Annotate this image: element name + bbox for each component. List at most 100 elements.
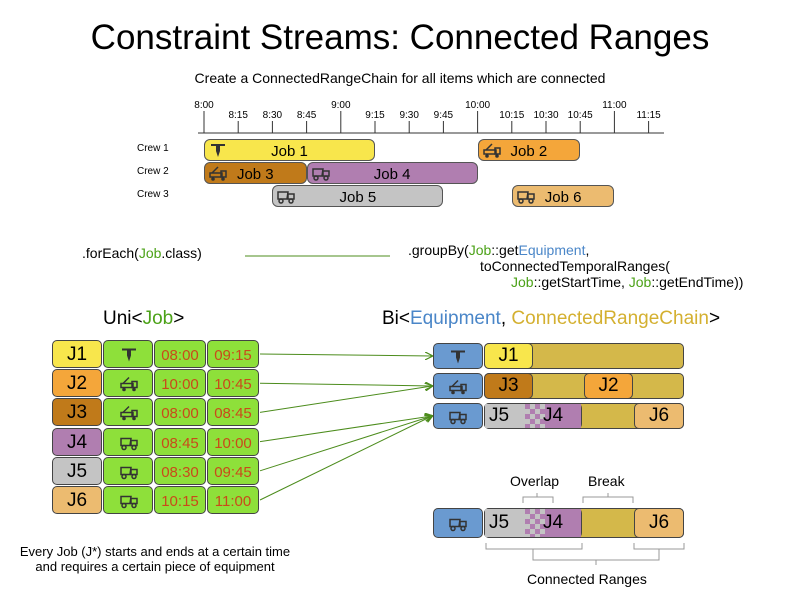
tick-label: 9:45	[433, 110, 454, 121]
uni-end-cell: 09:15	[207, 340, 259, 368]
uni-equipment-cell	[103, 456, 153, 485]
timeline-job-label: Job 5	[339, 189, 377, 206]
line3-end-time: ::getEndTime))	[651, 274, 744, 290]
dump-truck-icon	[120, 466, 138, 480]
uni-start-cell: 10:00	[154, 369, 206, 398]
uni-start-time: 08:45	[161, 434, 199, 452]
tick-label: 10:45	[567, 110, 593, 121]
tick-label: 10:15	[499, 110, 525, 121]
connected-brace-2	[633, 543, 685, 556]
dump-truck-icon	[120, 495, 138, 509]
tick-label: 11:00	[602, 100, 627, 111]
groupby-line-3: Job::getStartTime, Job::getEndTime))	[408, 274, 743, 290]
bi-equipment-cell	[433, 403, 483, 429]
uni-start-cell: 08:30	[154, 456, 206, 485]
tick-label: 10:00	[465, 100, 491, 111]
uni-job-cell: J3	[52, 398, 102, 427]
uni-heading-prefix: Uni<	[103, 308, 143, 329]
timeline-job: Job 4	[306, 162, 478, 184]
uni-equipment-cell	[103, 340, 153, 368]
uni-job-id: J3	[66, 402, 88, 424]
line3-job-2: Job	[628, 274, 652, 290]
uni-to-bi-connector	[259, 416, 432, 472]
groupby-method: ::get	[491, 242, 519, 258]
uni-end-time: 09:15	[214, 347, 252, 364]
uni-job-id: J4	[66, 431, 88, 453]
timeline-job-label: Job 6	[544, 189, 582, 206]
uni-start-time: 10:00	[161, 376, 199, 394]
groupby-line-1: .groupBy(Job::getEquipment,	[408, 242, 743, 258]
crew-label-3: Crew 3	[137, 189, 169, 200]
uni-equipment-cell	[103, 398, 153, 427]
uni-job-id: J6	[66, 490, 88, 511]
note-line-1: Every Job (J*) starts and ends at a cert…	[19, 544, 291, 559]
dump-truck-icon	[277, 191, 296, 204]
timeline-job: Job 2	[477, 139, 581, 161]
crane-truck-icon	[120, 377, 138, 392]
timeline-job-label: Job 2	[510, 143, 548, 160]
uni-job-id: J1	[66, 344, 88, 365]
chain-item: J3	[484, 373, 533, 399]
drill-icon	[211, 144, 225, 157]
detail-item: J6	[634, 508, 684, 538]
uni-start-cell: 08:00	[154, 340, 206, 368]
connected-ranges-label: Connected Ranges	[527, 571, 647, 587]
crane-truck-icon	[449, 379, 467, 395]
uni-job-cell: J2	[52, 369, 102, 398]
dump-truck-icon	[449, 518, 467, 532]
bi-equipment-cell	[433, 343, 483, 369]
drill-icon	[451, 350, 465, 364]
uni-start-time: 08:30	[161, 463, 199, 481]
groupby-comma: ,	[585, 242, 590, 258]
overlap-span: J5 J4	[484, 403, 582, 429]
chain-item-label: J5	[489, 405, 510, 426]
connected-brace-outer	[532, 556, 660, 565]
bi-heading: Bi<Equipment, ConnectedRangeChain>	[382, 308, 720, 330]
foreach-suffix: .class)	[161, 245, 202, 261]
tick-label: 8:45	[296, 110, 317, 121]
uni-end-time: 11:00	[214, 493, 252, 510]
bi-heading-equipment: Equipment	[410, 308, 501, 329]
uni-start-cell: 08:45	[154, 427, 206, 456]
foreach-prefix: .forEach(	[82, 245, 139, 261]
timeline-job: Job 6	[511, 185, 615, 207]
crew-label-2: Crew 2	[137, 166, 169, 177]
chain-item: J6	[634, 403, 684, 429]
foreach-code: .forEach(Job.class)	[82, 245, 202, 261]
break-brace	[582, 493, 634, 503]
groupby-prefix: .groupBy(	[408, 242, 469, 258]
uni-equipment-cell	[103, 369, 153, 398]
uni-job-id: J2	[66, 373, 88, 395]
uni-to-bi-connector	[259, 416, 432, 443]
chain-item-label: J4	[542, 405, 564, 426]
bi-heading-suffix: >	[708, 308, 721, 329]
chain-item-label: J6	[648, 405, 670, 426]
bi-heading-chain: ConnectedRangeChain	[511, 308, 709, 329]
uni-end-cell: 08:45	[207, 398, 259, 427]
timeline-job-label: Job 4	[373, 166, 411, 183]
timeline-job: Job 5	[272, 185, 444, 207]
uni-end-time: 10:00	[214, 434, 252, 452]
overlap-brace	[522, 493, 554, 503]
tick-label: 11:15	[636, 110, 661, 121]
page-title: Constraint Streams: Connected Ranges	[90, 18, 710, 57]
uni-to-bi-connector	[259, 386, 432, 413]
tick-label: 8:00	[194, 100, 214, 111]
uni-equipment-cell	[103, 486, 153, 514]
uni-end-cell: 10:00	[207, 427, 259, 456]
timeline-job-label: Job 1	[271, 143, 308, 160]
crane-truck-icon	[120, 406, 138, 421]
uni-start-time: 10:15	[161, 493, 199, 510]
detail-item-label: J6	[648, 512, 670, 533]
connected-brace-1	[485, 543, 583, 556]
crane-truck-icon	[482, 143, 501, 158]
uni-equipment-cell	[103, 427, 153, 456]
bi-heading-sep: ,	[500, 308, 512, 329]
tick-label: 8:30	[262, 110, 283, 121]
line3-job-1: Job	[511, 274, 534, 290]
detail-equipment-cell	[433, 508, 483, 538]
uni-start-time: 08:00	[161, 405, 199, 423]
timeline-job-label: Job 3	[236, 166, 274, 183]
